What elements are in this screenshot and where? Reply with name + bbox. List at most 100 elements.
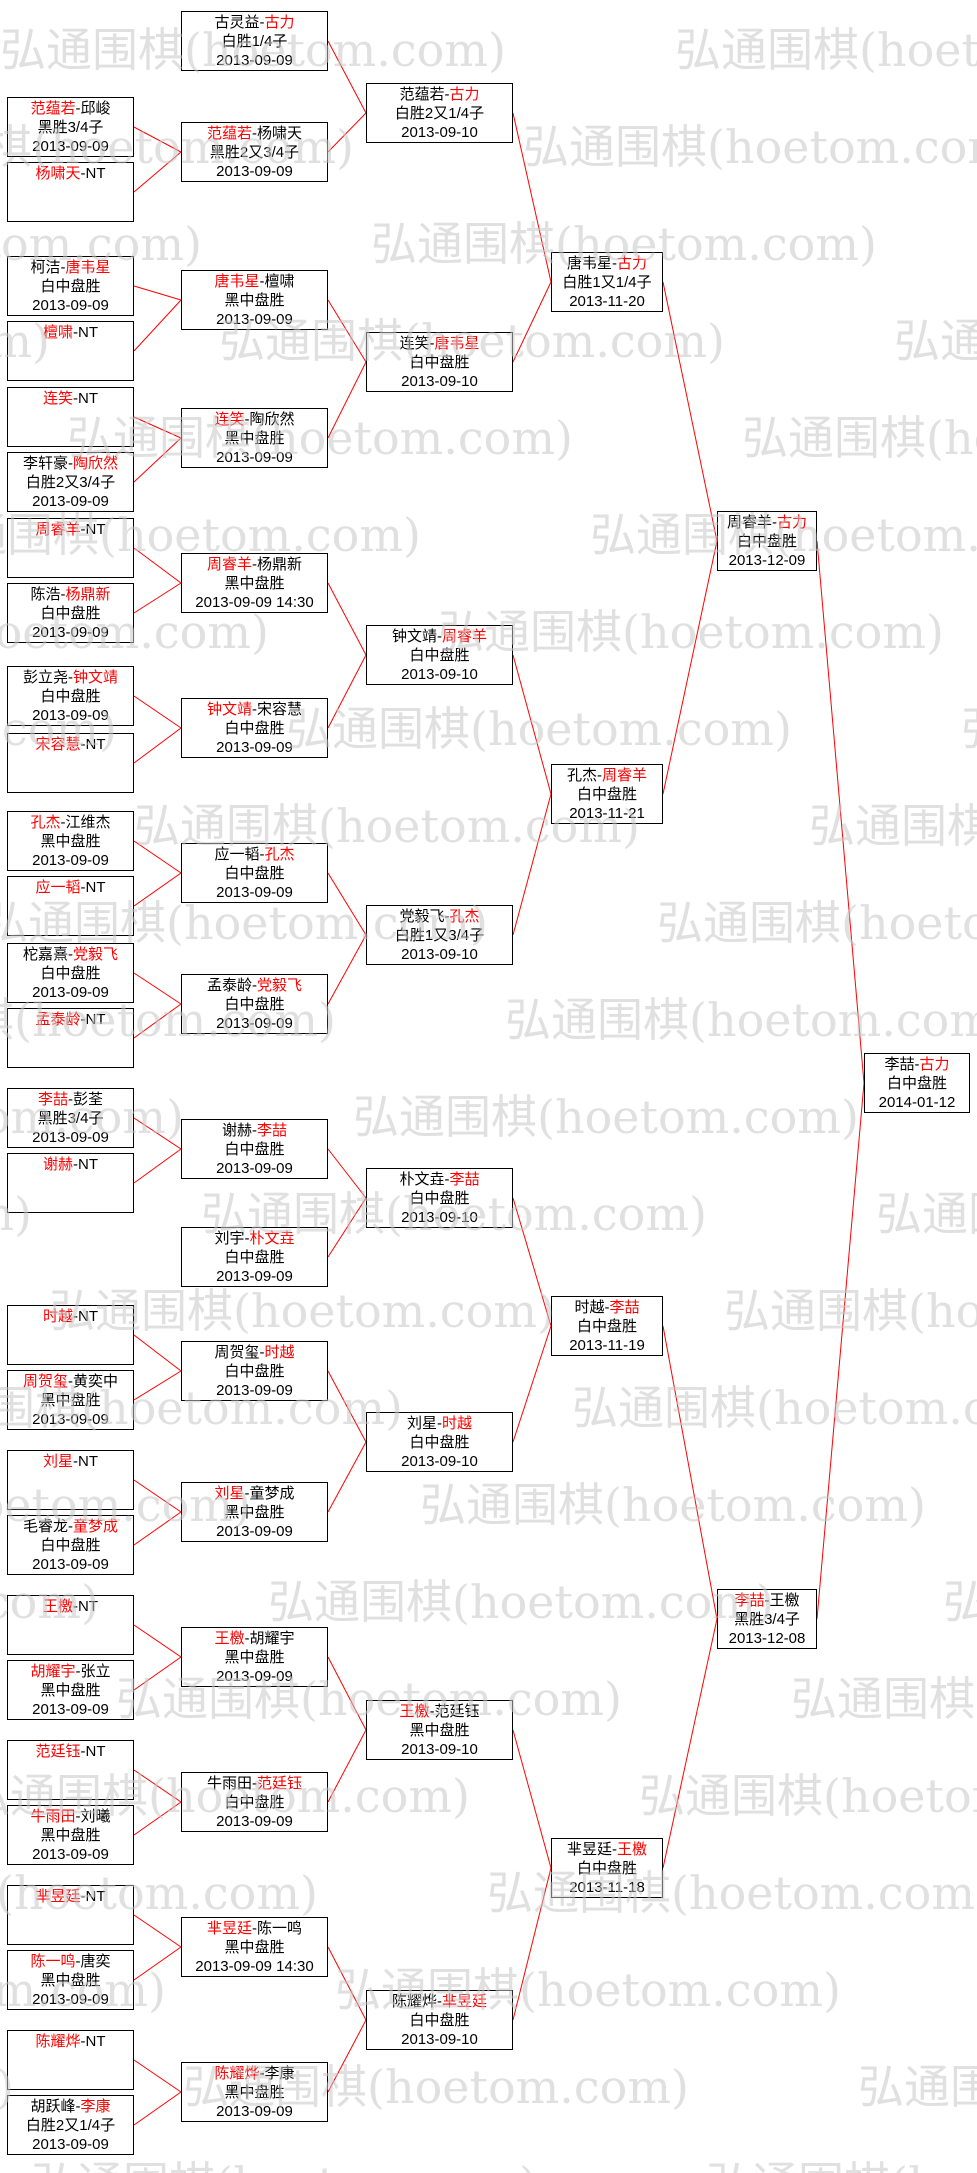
player-name: 周贺玺 [214,1344,260,1361]
match-players: 陈一鸣-唐奕 [30,1953,111,1970]
match-date: 2013-09-09 [32,624,109,641]
bracket-connector [133,972,182,1005]
winner-name: 王檄 [42,1598,73,1615]
match-result: 白中盘胜 [40,605,101,622]
bracket-connector [133,1117,182,1150]
bracket-connector [133,1334,182,1372]
bracket-connector [512,1729,552,1869]
match-players: 连笑-陶欣然 [214,411,295,428]
player-name: NT [85,1888,106,1905]
match-result: 黑中盘胜 [224,1649,285,1666]
bracket-connector [133,872,182,907]
match-result: 黑中盘胜 [40,1827,101,1844]
bracket-connector [512,1325,552,1443]
match-players: 胡耀宇-张立 [30,1663,111,1680]
player-name: 彭荃 [73,1091,104,1108]
match-date: 2013-12-08 [728,1630,806,1647]
match-result: 黑中盘胜 [224,2084,285,2101]
winner-name: 古力 [449,86,480,103]
match-date: 2013-09-09 [216,1668,293,1685]
match-box: 孟泰龄-NT [7,1008,134,1068]
bracket-connector [327,361,367,439]
match-box: 连笑-NT [7,387,134,447]
winner-name: 唐韦星 [65,259,111,276]
bracket-connector [133,1801,182,1836]
player-name: 钟文靖 [391,628,437,645]
match-players: 陈耀烨-李康 [214,2065,295,2082]
bracket-connector [327,582,367,656]
player-name: 胡耀宇 [249,1630,295,1647]
match-players: 周睿羊-杨鼎新 [206,556,303,573]
match-players: 孔杰-江维杰 [30,814,111,831]
match-box: 谢赫-NT [7,1153,134,1213]
match-date: 2013-09-10 [401,666,478,683]
match-players: 唐韦星-檀啸 [214,273,295,290]
winner-name: 李喆 [609,1299,640,1316]
match-players: 李喆-彭荃 [37,1091,104,1108]
player-name: 童梦成 [249,1485,295,1502]
match-box: 刘星-NT [7,1450,134,1510]
player-name: 江维杰 [65,814,111,831]
match-result: 黑胜2又3/4子 [209,144,300,161]
bracket-connector [662,1618,718,1869]
player-name: 陈浩 [30,586,61,603]
match-result: 白中盘胜 [224,1363,285,1380]
match-players: 王檄-NT [42,1598,98,1615]
winner-name: 李喆 [734,1592,765,1609]
bracket-connector [133,1624,182,1658]
match-result: 白胜2又3/4子 [25,474,116,491]
player-name: 时越 [574,1299,605,1316]
winner-name: 周贺玺 [22,1373,68,1390]
player-name: 毛睿龙 [22,1518,68,1535]
bracket-connector [327,934,367,1005]
match-date: 2013-09-09 [32,852,109,869]
match-result: 黑中盘胜 [40,1682,101,1699]
match-players: 应一韬-孔杰 [214,846,295,863]
match-result: 黑胜3/4子 [734,1611,800,1628]
winner-name: 时越 [264,1344,295,1361]
winner-name: 时越 [42,1308,73,1325]
player-name: 孔杰 [566,767,597,784]
match-result: 黑中盘胜 [40,833,101,850]
match-players: 谢赫-NT [42,1156,98,1173]
winner-name: 应一韬 [35,879,81,896]
match-players: 芈昱廷-陈一鸣 [206,1920,303,1937]
player-name: 胡跃峰 [30,2098,76,2115]
bracket-connector [327,1370,367,1443]
match-players: 芈昱廷-王檄 [566,1841,648,1858]
winner-name: 胡耀宇 [30,1663,76,1680]
match-result: 白中盘胜 [576,1860,637,1877]
player-name: 李喆 [884,1056,915,1073]
player-name: 王檄 [769,1592,800,1609]
match-result: 白中盘胜 [409,647,470,664]
match-result: 白中盘胜 [886,1075,947,1092]
match-box: 陈耀烨-NT [7,2030,134,2090]
winner-name: 杨鼎新 [65,586,111,603]
match-players: 刘宇-朴文垚 [214,1230,295,1247]
player-name: 古灵益 [214,14,260,31]
bracket-connector [133,1148,182,1184]
winner-name: 李喆 [257,1122,288,1139]
bracket-connector [133,1003,182,1039]
player-name: 邱峻 [80,100,111,117]
match-date: 2013-09-09 [32,1411,109,1428]
match-date: 2013-09-09 [32,138,109,155]
bracket-connector [133,437,182,483]
winner-name: 宋容慧 [35,736,81,753]
winner-name: 谢赫 [42,1156,73,1173]
player-name: 芈昱廷 [566,1841,612,1858]
match-result: 白中盘胜 [409,2012,470,2029]
